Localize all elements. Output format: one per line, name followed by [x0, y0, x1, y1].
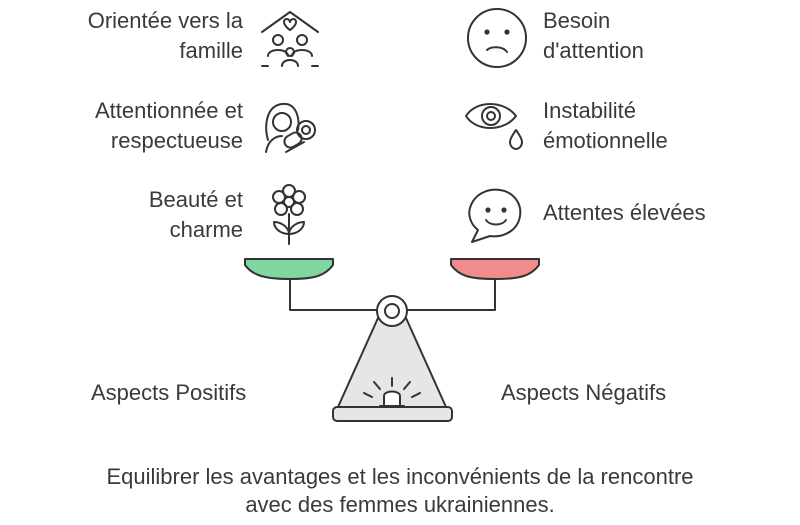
negative-title: Aspects Négatifs — [501, 380, 667, 405]
item-line: Besoin — [543, 8, 611, 33]
item-line: Beauté et — [148, 187, 243, 212]
positive-item-family: Orientée vers la famille — [88, 6, 243, 66]
item-line: respectueuse — [110, 128, 243, 153]
positive-item-caring: Attentionnée et respectueuse — [95, 96, 243, 156]
positive-pan — [244, 258, 334, 280]
diagram-caption: Equilibrer les avantages et les inconvén… — [0, 463, 800, 519]
item-line: famille — [179, 38, 243, 63]
item-line: d'attention — [543, 38, 644, 63]
negative-pan — [450, 258, 540, 280]
item-line: Attentionnée et — [94, 98, 243, 123]
negative-item-expectations: Attentes élevées — [543, 198, 706, 228]
positive-title: Aspects Positifs — [91, 380, 247, 405]
flower-icon — [266, 182, 312, 246]
caption-line-1: Equilibrer les avantages et les inconvén… — [106, 464, 694, 489]
item-line: Attentes élevées — [543, 200, 706, 225]
item-line: Instabilité — [543, 98, 636, 123]
positive-item-beauty: Beauté et charme — [149, 185, 243, 245]
eye-tear-icon — [462, 94, 526, 158]
sad-face-icon — [465, 6, 529, 70]
scale-stand — [332, 295, 453, 422]
caption-line-2: avec des femmes ukrainiennes. — [245, 492, 555, 517]
item-line: charme — [169, 217, 243, 242]
negative-item-attention: Besoin d'attention — [543, 6, 644, 66]
woman-care-icon — [260, 96, 322, 158]
smile-speech-bubble-icon — [464, 184, 526, 246]
item-line: Orientée vers la — [87, 8, 243, 33]
item-line: émotionnelle — [543, 128, 668, 153]
negative-item-instability: Instabilité émotionnelle — [543, 96, 668, 156]
family-house-icon — [258, 8, 322, 68]
